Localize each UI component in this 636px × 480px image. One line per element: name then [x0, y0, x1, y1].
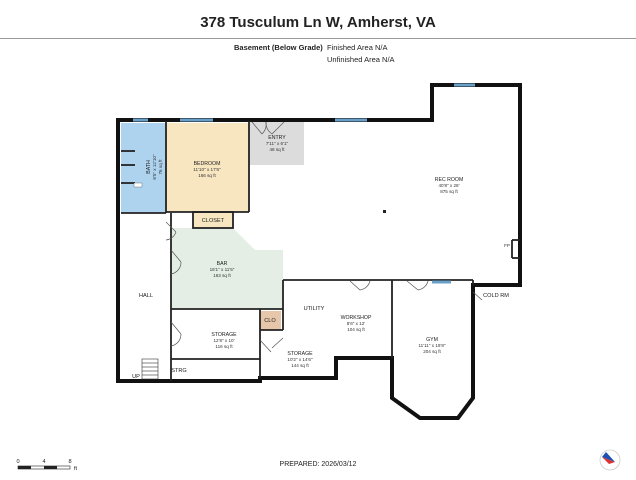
bedroom-area-text: 166 sq ft: [198, 173, 216, 178]
compass-icon: [599, 449, 621, 471]
bedroom-area: [166, 123, 249, 212]
scale-unit: ft: [74, 466, 78, 472]
bedroom-name: BEDROOM: [194, 161, 221, 167]
exterior-wall: [116, 83, 522, 420]
bath-area: [121, 123, 166, 213]
gym-dims: 11'11" x 19'8": [418, 343, 445, 348]
entry-area: [249, 121, 304, 165]
bar-area-text: 163 sq ft: [213, 273, 231, 278]
entry-area-text: 48 sq ft: [269, 147, 285, 152]
fixture: [133, 182, 143, 188]
hall-label: HALL: [139, 293, 153, 299]
unfinished-area: Unfinished Area N/A: [327, 55, 395, 64]
rec-room-area-text: 875 sq ft: [440, 189, 458, 194]
workshop-area-text: 104 sq ft: [347, 327, 365, 332]
scale-bar: 0 4 8 ft: [16, 459, 77, 472]
storage-2-dims: 10'2" x 14'6": [287, 357, 313, 362]
bedroom-dims: 11'10" x 17'6": [193, 167, 221, 172]
workshop-name: WORKSHOP: [341, 315, 372, 321]
bar-name: BAR: [217, 261, 228, 267]
storage-2-label: STORAGE 10'2" x 14'6" 144 sq ft: [287, 351, 313, 368]
door-swings: [165, 121, 483, 353]
clo-area: [260, 311, 281, 330]
storage-2-name: STORAGE: [287, 351, 313, 357]
camera-point: [383, 210, 386, 213]
header-divider: [0, 38, 636, 39]
interior-walls: [121, 121, 520, 381]
cold-room-label: COLD RM: [483, 293, 509, 299]
stairs-up-label: UP: [132, 374, 140, 380]
rec-room-label: REC ROOM 40'8" x 28' 875 sq ft: [435, 177, 464, 194]
scale-tick-4: 4: [42, 459, 45, 465]
gym-area-text: 204 sq ft: [423, 349, 441, 354]
bath-name: BATH: [146, 160, 152, 174]
bath-dims: 6'5" x 12'10": [152, 154, 157, 180]
storage-1-label: STORAGE 12'8" x 10' 116 sq ft: [211, 332, 237, 349]
closet-label: CLOSET: [202, 218, 225, 224]
bar-area: [171, 228, 283, 309]
storage-2-area-text: 144 sq ft: [291, 363, 309, 368]
storage-1-name: STORAGE: [211, 332, 237, 338]
entry-label: ENTRY 7'11" x 6'1" 48 sq ft: [266, 135, 289, 152]
clo-label: CLO: [264, 318, 276, 324]
bath-area-text: 76 sq ft: [158, 159, 163, 175]
rec-room-name: REC ROOM: [435, 177, 464, 183]
storage-small-label: STRG: [171, 368, 187, 374]
page-title: 378 Tusculum Ln W, Amherst, VA: [200, 14, 436, 31]
entry-dims: 7'11" x 6'1": [266, 141, 289, 146]
storage-1-dims: 12'8" x 10': [213, 338, 234, 343]
stairs: [141, 358, 159, 380]
utility-label: UTILITY: [304, 306, 325, 312]
gym-label: GYM 11'11" x 19'8" 204 sq ft: [418, 337, 445, 354]
windows: [133, 83, 475, 284]
gym-name: GYM: [426, 337, 438, 343]
bar-dims: 16'1" x 11'5": [210, 267, 235, 272]
bedroom-label: BEDROOM 11'10" x 17'6" 166 sq ft: [193, 161, 221, 178]
bath-label: BATH 6'5" x 12'10" 76 sq ft: [146, 154, 163, 180]
scale-tick-8: 8: [68, 459, 71, 465]
entry-name: ENTRY: [268, 135, 286, 141]
scale-tick-0: 0: [16, 459, 19, 465]
workshop-label: WORKSHOP 8'6" x 12' 104 sq ft: [341, 315, 372, 332]
prepared-date: PREPARED: 2026/03/12: [279, 461, 357, 468]
fireplace-label: FP: [504, 243, 510, 248]
bar-label: BAR 16'1" x 11'5" 163 sq ft: [210, 261, 235, 278]
rec-room-dims: 40'8" x 28': [438, 183, 459, 188]
finished-area: Finished Area N/A: [327, 43, 388, 52]
workshop-dims: 8'6" x 12': [347, 321, 366, 326]
level-label: Basement (Below Grade): [234, 43, 323, 52]
storage-1-area-text: 116 sq ft: [215, 344, 233, 349]
closet-area: [193, 212, 233, 228]
